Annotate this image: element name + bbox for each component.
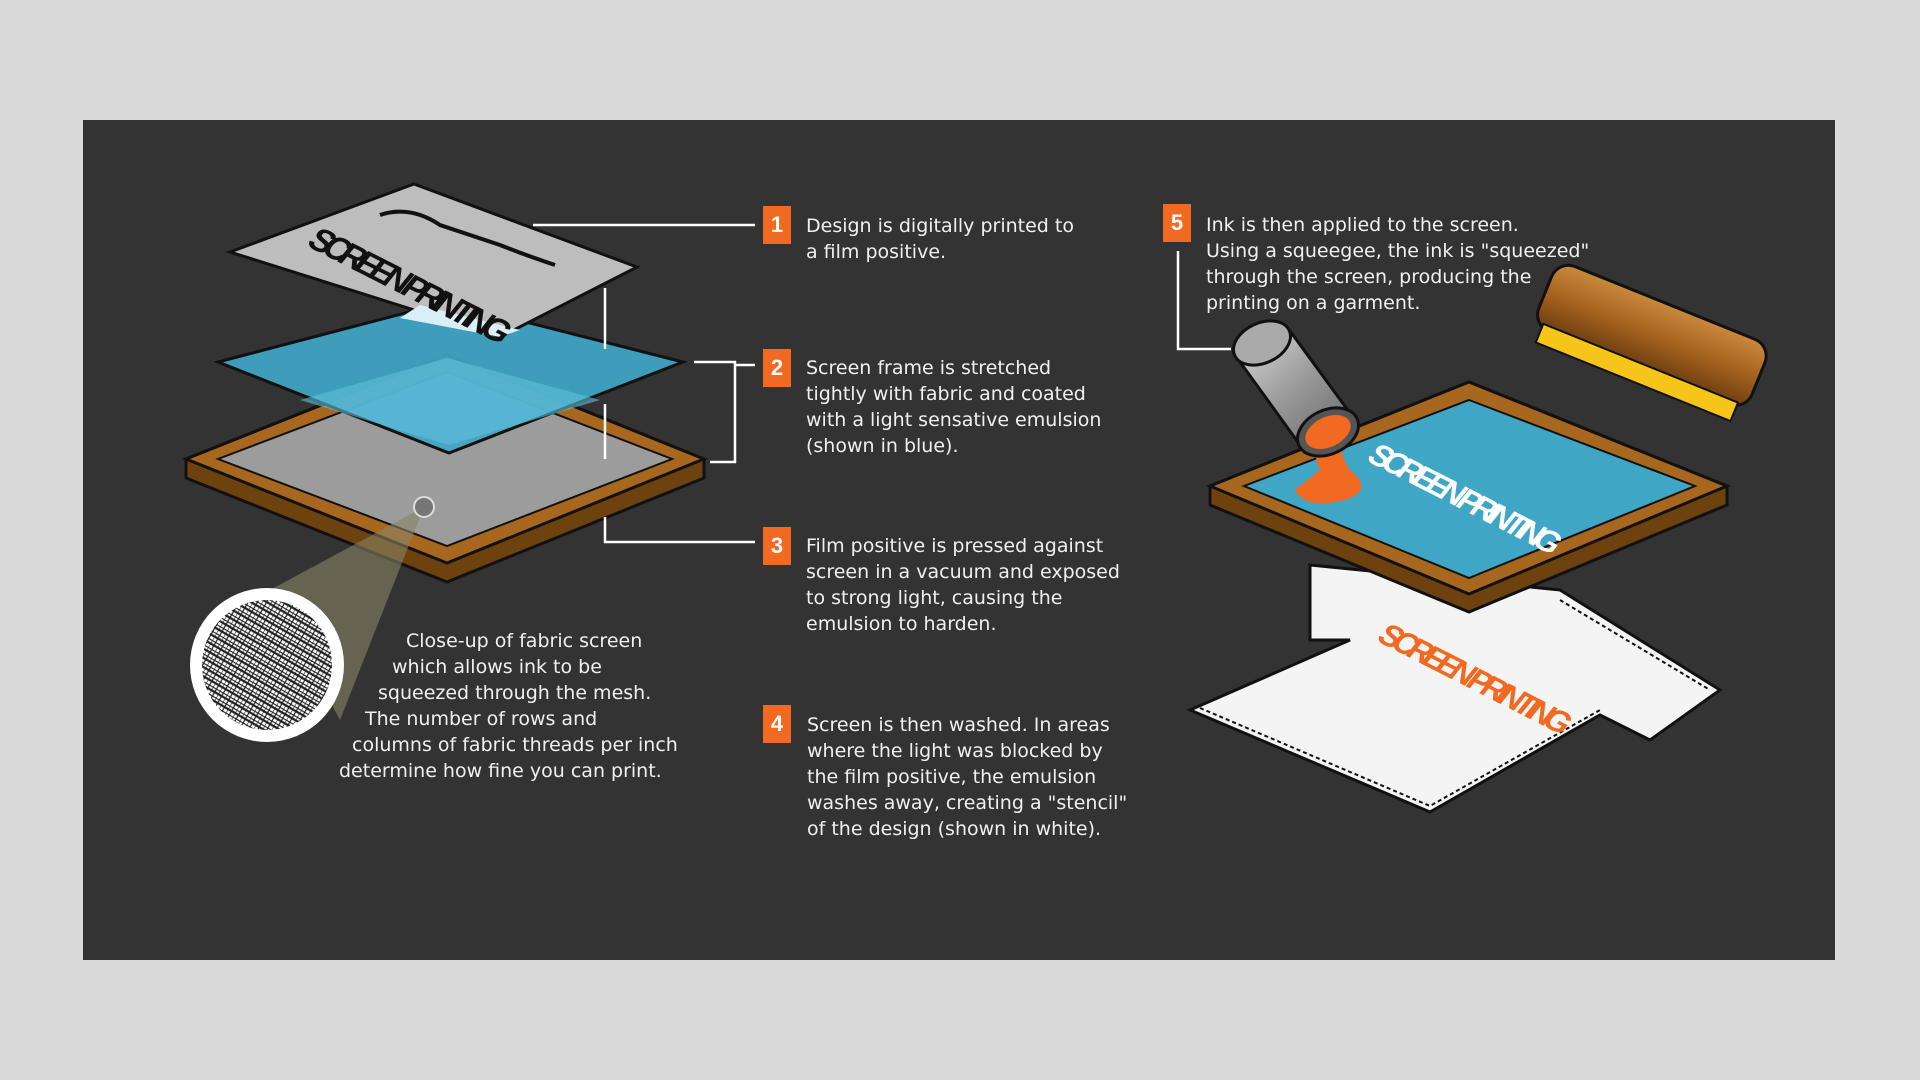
closeup-line: columns of fabric threads per inch: [352, 734, 678, 756]
step-1-badge: 1: [763, 206, 791, 244]
step-2-badge: 2: [763, 349, 791, 387]
connector-lines: [533, 223, 1231, 544]
closeup-line: determine how fine you can print.: [339, 760, 662, 782]
step-3-badge: 3: [763, 527, 791, 565]
closeup-line: which allows ink to be: [392, 656, 602, 678]
step-5-text: Ink is then applied to the screen. Using…: [1206, 214, 1590, 314]
step-2-text: Screen frame is stretched tightly with f…: [806, 357, 1102, 457]
lens-dot: [413, 496, 435, 518]
step-4-text: Screen is then washed. In areas where th…: [807, 714, 1128, 840]
ink-can: [1232, 319, 1362, 504]
squeegee: [1534, 263, 1768, 423]
t-shirt: SCREEN PRINTING: [1186, 563, 1723, 814]
closeup-line: The number of rows and: [365, 708, 598, 730]
step-3-text: Film positive is pressed against screen …: [806, 535, 1120, 635]
step-5-badge: 5: [1163, 204, 1191, 242]
step-1-text: Design is digitally printed to a film po…: [806, 215, 1074, 263]
step-4-badge: 4: [763, 705, 791, 743]
closeup-line: Close-up of fabric screen: [406, 630, 643, 652]
light-beam: [270, 507, 424, 720]
closeup-line: squeezed through the mesh.: [378, 682, 652, 704]
